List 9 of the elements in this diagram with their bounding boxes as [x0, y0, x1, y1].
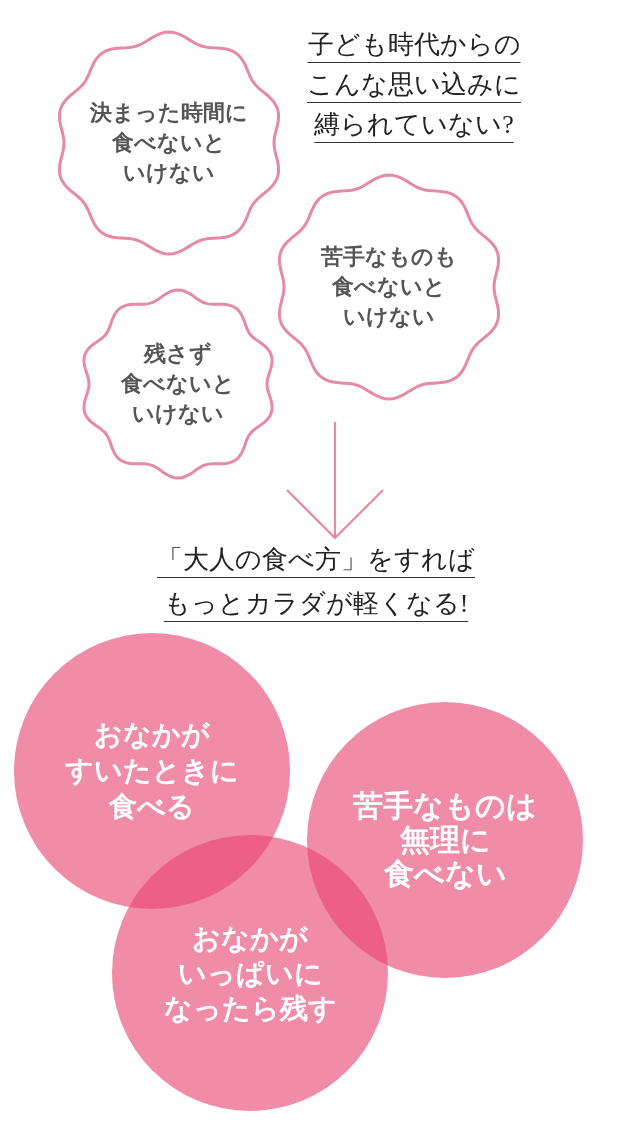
node-text: おなかがすいたときに食べる	[65, 717, 239, 825]
node-text: 苦手なものは無理に食べない	[353, 789, 537, 891]
heading: 「大人の食べ方」をすればもっとカラダが軽くなる!	[157, 538, 475, 626]
node-text: 残さず食べないといけない	[121, 340, 235, 428]
arrow	[285, 422, 385, 540]
node-text: 苦手なものも食べないといけない	[321, 243, 457, 331]
title: 子ども時代からのこんな思い込みに縛られていない?	[307, 29, 521, 141]
node-text: 決まった時間に食べないといけない	[90, 99, 248, 187]
node-text: おなかがいっぱいになったら残す	[163, 920, 337, 1026]
